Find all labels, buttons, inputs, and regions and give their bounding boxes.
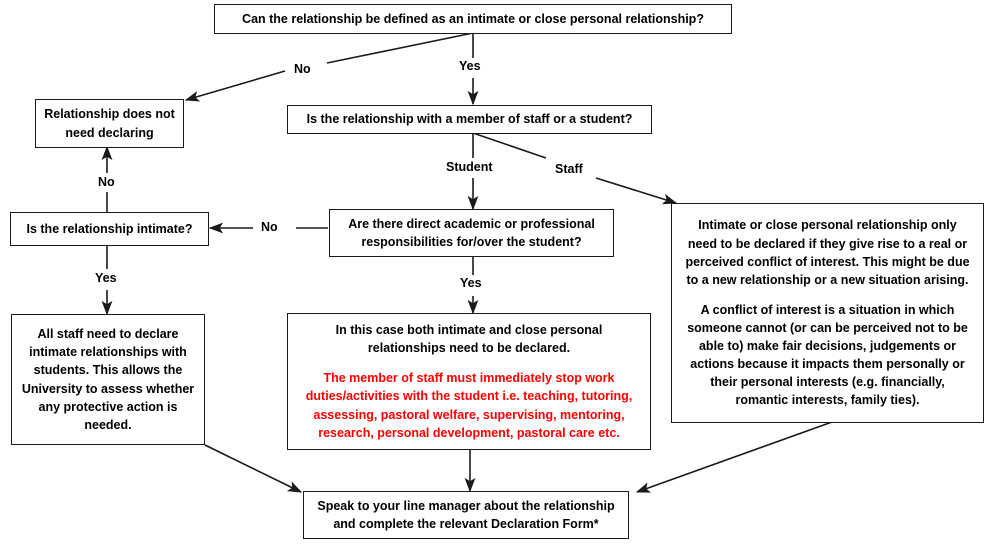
node-both-intimate-and-close-personal-declared[interactable]: In this case both intimate and close per…: [287, 313, 651, 450]
connector-no-to-not-declaring: [184, 70, 286, 102]
node-can-relationship-be-defined[interactable]: Can the relationship be defined as an in…: [214, 4, 732, 34]
node-direct-academic-or-professional-responsibilities[interactable]: Are there direct academic or professiona…: [329, 209, 614, 257]
edge-label-yes-define: Yes: [456, 59, 484, 74]
edge-label-no-responsibilities: No: [258, 220, 281, 235]
node-text: All staff need to declare intimate relat…: [21, 327, 195, 432]
node-conflict-of-interest-information[interactable]: Intimate or close personal relationship …: [671, 203, 984, 423]
connector-all-staff-to-speak-manager: [204, 444, 303, 493]
node-text-paragraph-2: A conflict of interest is a situation in…: [687, 302, 968, 408]
edge-label-yes-intimate: Yes: [92, 271, 120, 286]
edge-label-no-to-not-declaring: No: [95, 175, 118, 190]
edge-label-no-define: No: [291, 62, 314, 77]
edge-label-yes-responsibilities: Yes: [457, 276, 485, 291]
node-text: Speak to your line manager about the rel…: [317, 498, 615, 531]
node-text-paragraph-2-warning: The member of staff must immediately sto…: [305, 371, 633, 440]
node-text-paragraph-1: In this case both intimate and close per…: [335, 323, 603, 356]
node-is-relationship-with-staff-or-student[interactable]: Is the relationship with a member of sta…: [287, 105, 652, 134]
edge-label-student: Student: [443, 160, 496, 175]
node-text: Relationship does not need declaring: [44, 107, 175, 140]
node-is-the-relationship-intimate[interactable]: Is the relationship intimate?: [10, 212, 209, 246]
node-relationship-does-not-need-declaring[interactable]: Relationship does not need declaring: [35, 99, 184, 148]
node-text: Can the relationship be defined as an in…: [242, 11, 704, 26]
node-speak-to-line-manager[interactable]: Speak to your line manager about the rel…: [303, 491, 629, 539]
connector-define-to-no-label: [326, 32, 474, 64]
node-all-staff-need-to-declare[interactable]: All staff need to declare intimate relat…: [11, 314, 205, 445]
connector-staff-to-conflict-info: [595, 177, 678, 205]
node-text-paragraph-1: Intimate or close personal relationship …: [685, 218, 970, 287]
node-text: Is the relationship with a member of sta…: [306, 112, 633, 127]
node-text: Are there direct academic or professiona…: [348, 216, 595, 249]
node-text: Is the relationship intimate?: [26, 221, 193, 236]
edge-label-staff: Staff: [552, 162, 586, 177]
connector-staffstudent-to-staff-label: [472, 132, 547, 159]
connector-conflict-info-to-speak-manager: [635, 421, 833, 493]
